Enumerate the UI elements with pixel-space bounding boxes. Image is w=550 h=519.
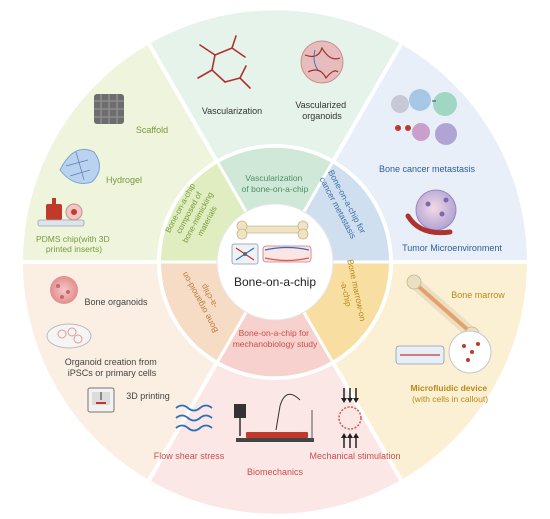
label-3d-printing: 3D printing [126,391,170,401]
label-flow-shear-stress: Flow shear stress [154,451,225,461]
mechanical-stimulation-icon [338,388,362,448]
label-hydrogel: Hydrogel [106,175,142,185]
microfluidic-device-icon [395,330,492,374]
bone-organoid-icon [50,276,78,304]
scaffold-icon [94,94,124,124]
label-bone-cancer-metastasis: Bone cancer metastasis [379,164,476,174]
channel-cross-section-icon [262,245,312,263]
label-vascularization: Vascularization [202,106,262,116]
label-pdms-chip: PDMS chip(with 3D printed inserts) [36,234,112,254]
label-scaffold: Scaffold [136,125,168,135]
bone-icon [236,220,309,240]
inner-label-bottom: Bone-on-a-chip for mechanobiology study [233,328,318,349]
label-biomechanics: Biomechanics [247,467,304,477]
3d-printer-icon [87,387,115,413]
inner-label-top: Vascularization of bone-on-a-chip [242,173,309,194]
outer-sector-bottom [149,262,401,514]
biomechanics-device-icon [234,393,314,442]
label-mechanical-stimulation: Mechanical stimulation [309,451,400,461]
center-title: Bone-on-a-chip [234,275,316,289]
cancer-metastasis-icon [391,89,457,145]
hydrogel-icon [59,148,100,184]
petri-dish-icon [46,323,92,349]
vascular-network-icon [197,35,251,89]
label-bone-organoids: Bone organoids [84,297,148,307]
pdms-chip-icon [37,198,85,227]
flow-waves-icon [175,404,213,432]
label-organoid-creation: Organoid creation from iPSCs or primary … [65,357,160,378]
label-vascularized-organoids: Vascularized organoids [295,100,348,121]
chip-icon [231,243,259,265]
label-bone-marrow: Bone marrow [451,290,505,300]
vascularized-organoid-icon [300,40,344,84]
label-tumor-microenvironment: Tumor Microenvironment [402,243,502,253]
tumor-microenvironment-icon [405,189,457,236]
label-microfluidic-device: Microfluidic device (with cells in callo… [411,383,490,404]
